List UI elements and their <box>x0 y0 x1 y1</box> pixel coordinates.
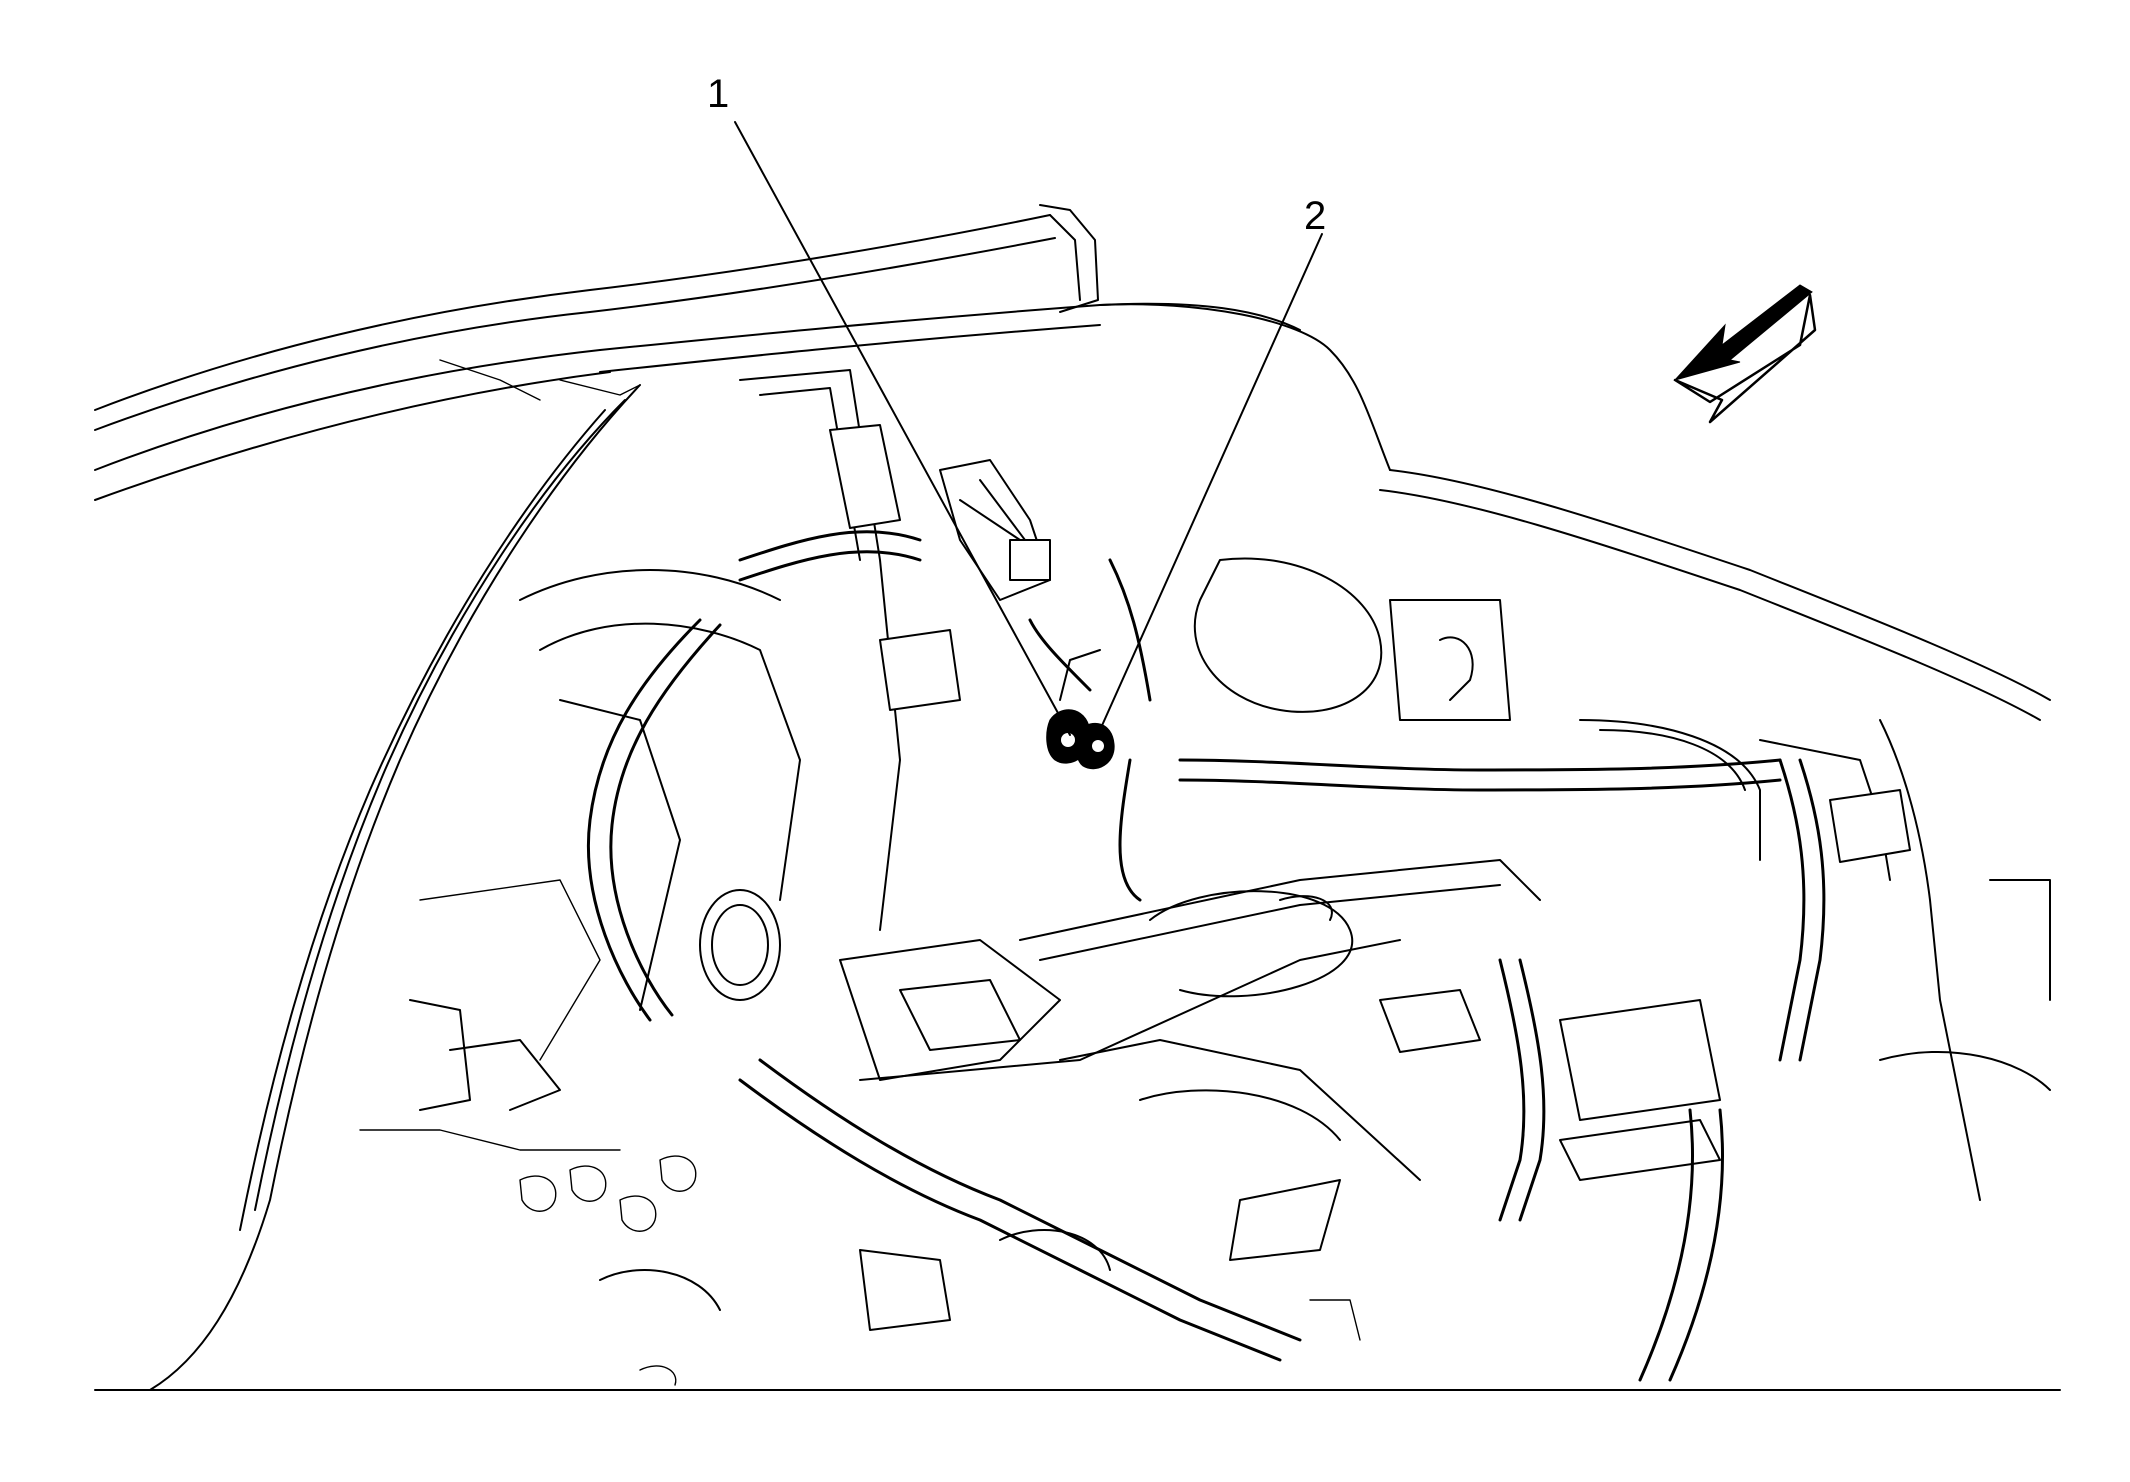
callout-label-1: 1 <box>707 72 730 116</box>
callout-label-2: 2 <box>1304 194 1327 238</box>
floor-pan <box>519 859 1721 1386</box>
left-quarter-panel <box>94 384 2061 1391</box>
right-body-structure <box>1099 303 2051 1201</box>
center-pillar <box>739 369 1401 1081</box>
fuel-filler-access <box>699 889 781 1001</box>
callout-2-ground-connector <box>1046 649 1115 770</box>
roof-rail <box>94 204 1301 501</box>
callout-leader-lines <box>734 121 1323 736</box>
front-arrow-icon <box>1673 284 1817 424</box>
wiring-harness <box>587 530 1826 1382</box>
callout-1-connector <box>939 459 1051 601</box>
